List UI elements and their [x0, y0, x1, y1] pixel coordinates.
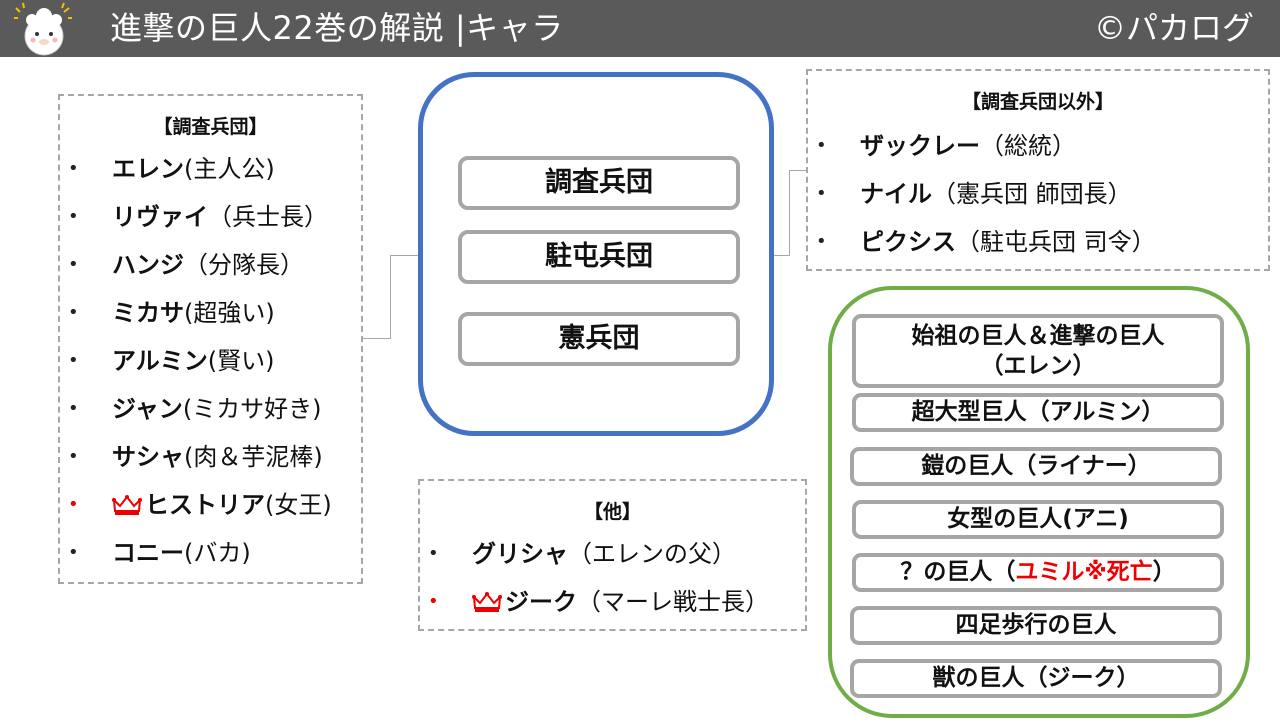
character-name: グリシャ [472, 540, 568, 568]
bullet-icon: • [68, 350, 79, 371]
item-text: ミカサ(超強い) [112, 298, 275, 328]
titan-unknown-suffix: ） [1152, 559, 1176, 585]
titan-unknown-red-note: ユミル※死亡 [1015, 559, 1153, 585]
bullet-icon: • [68, 302, 79, 323]
connector-line [774, 255, 789, 256]
bullet-icon: • [68, 542, 79, 563]
bullet-icon: • [428, 543, 439, 564]
character-note: （憲兵団 師団長） [932, 180, 1132, 208]
titan-founding-attack-line1: 始祖の巨人＆進撃の巨人 [911, 323, 1165, 349]
character-note: （総統） [980, 132, 1076, 160]
character-name: リヴァイ [112, 203, 208, 231]
connector-line [363, 338, 391, 339]
item-text: ジーク（マーレ戦士長） [472, 587, 769, 617]
outside-survey-corps-heading: 【調査兵団以外】 [961, 91, 1114, 113]
bullet-icon: • [816, 135, 827, 156]
item-text: アルミン(賢い) [112, 346, 275, 376]
connector-line [390, 255, 418, 256]
military-units-group [418, 72, 774, 436]
outside-survey-corps-box: 【調査兵団以外】 • ザックレー（総統） • ナイル（憲兵団 師団長） • ピクシス（駐屯… [806, 69, 1270, 271]
character-name: ジャン [112, 395, 183, 423]
unit-garrison: 駐屯兵団 [458, 230, 740, 284]
bullet-icon: • [68, 398, 79, 419]
crown-icon [472, 592, 502, 612]
item-text: ピクシス（駐屯兵団 司令） [860, 227, 1156, 257]
item-text: ジャン(ミカサ好き) [112, 394, 322, 424]
item-text: ナイル（憲兵団 師団長） [860, 179, 1132, 209]
bullet-icon: • [68, 446, 79, 467]
titans-group [828, 286, 1250, 718]
character-note: （エレンの父） [568, 540, 736, 568]
connector-line [390, 255, 391, 339]
character-name: ヒストリア [145, 491, 265, 519]
item-text: サシャ(肉＆芋泥棒) [112, 442, 323, 472]
titan-female: 女型の巨人(アニ) [852, 500, 1224, 539]
titan-unknown: ？の巨人（ユミル※死亡） [852, 553, 1224, 592]
item-text: リヴァイ（兵士長） [112, 202, 328, 232]
titan-armored: 鎧の巨人（ライナー） [850, 447, 1222, 486]
survey-corps-box: 【調査兵団】 •エレン(主人公)•リヴァイ（兵士長）•ハンジ（分隊長）•ミカサ(… [58, 94, 363, 584]
bullet-icon: • [68, 206, 79, 227]
character-note: （駐屯兵団 司令） [956, 228, 1156, 256]
item-text: エレン(主人公) [112, 154, 275, 184]
bullet-icon: • [816, 231, 827, 252]
connector-line [789, 170, 790, 256]
character-note: (主人公) [184, 155, 275, 183]
titan-quadruped: 四足歩行の巨人 [850, 606, 1222, 645]
character-note: (肉＆芋泥棒) [184, 443, 323, 471]
item-text: ハンジ（分隊長） [112, 250, 304, 280]
connector-line [789, 170, 807, 171]
item-text: ザックレー（総統） [860, 131, 1076, 161]
character-note: （マーレ戦士長） [577, 588, 769, 616]
titan-beast: 獣の巨人（ジーク） [850, 659, 1222, 698]
survey-corps-heading: 【調査兵団】 [153, 116, 268, 138]
page-title: 進撃の巨人22巻の解説 |キャラ [110, 9, 564, 47]
bullet-icon: • [68, 254, 79, 275]
character-name: アルミン [112, 347, 208, 375]
character-name: ピクシス [860, 228, 956, 256]
bullet-icon: • [68, 158, 79, 179]
other-box: 【他】 • グリシャ（エレンの父） • ジーク（マーレ戦士長） [418, 479, 807, 631]
character-note: （兵士長） [208, 203, 328, 231]
bullet-icon: • [816, 183, 827, 204]
character-name: サシャ [112, 443, 184, 471]
character-name: ジーク [505, 588, 577, 616]
other-heading: 【他】 [583, 501, 641, 523]
character-note: (賢い) [207, 347, 275, 375]
character-note: (バカ) [184, 539, 251, 567]
item-text: グリシャ（エレンの父） [472, 539, 736, 569]
bullet-icon: • [68, 494, 79, 515]
titan-founding-attack: 始祖の巨人＆進撃の巨人 （エレン） [852, 314, 1224, 388]
crown-icon [112, 495, 142, 515]
item-text: コニー(バカ) [112, 538, 251, 568]
header-bar: 進撃の巨人22巻の解説 |キャラ ©パカログ [0, 0, 1280, 57]
character-name: ハンジ [112, 251, 184, 279]
character-name: エレン [112, 155, 184, 183]
bullet-icon: • [428, 591, 439, 612]
character-name: ナイル [860, 180, 932, 208]
character-name: ザックレー [860, 132, 980, 160]
character-note: (超強い) [184, 299, 275, 327]
unit-survey-corps: 調査兵団 [458, 156, 740, 210]
titan-founding-attack-line2: （エレン） [980, 353, 1096, 379]
titan-colossal: 超大型巨人（アルミン） [852, 393, 1224, 432]
character-note: （分隊長） [184, 251, 304, 279]
character-name: ミカサ [112, 299, 184, 327]
character-note: (女王) [265, 491, 332, 519]
alpaca-icon [14, 2, 72, 56]
site-credit: ©パカログ [1093, 9, 1254, 47]
titan-unknown-prefix: ？の巨人（ [900, 559, 1016, 585]
unit-military-police: 憲兵団 [458, 312, 740, 366]
item-text: ヒストリア(女王) [112, 490, 332, 520]
character-note: (ミカサ好き) [182, 395, 322, 423]
character-name: コニー [112, 539, 184, 567]
